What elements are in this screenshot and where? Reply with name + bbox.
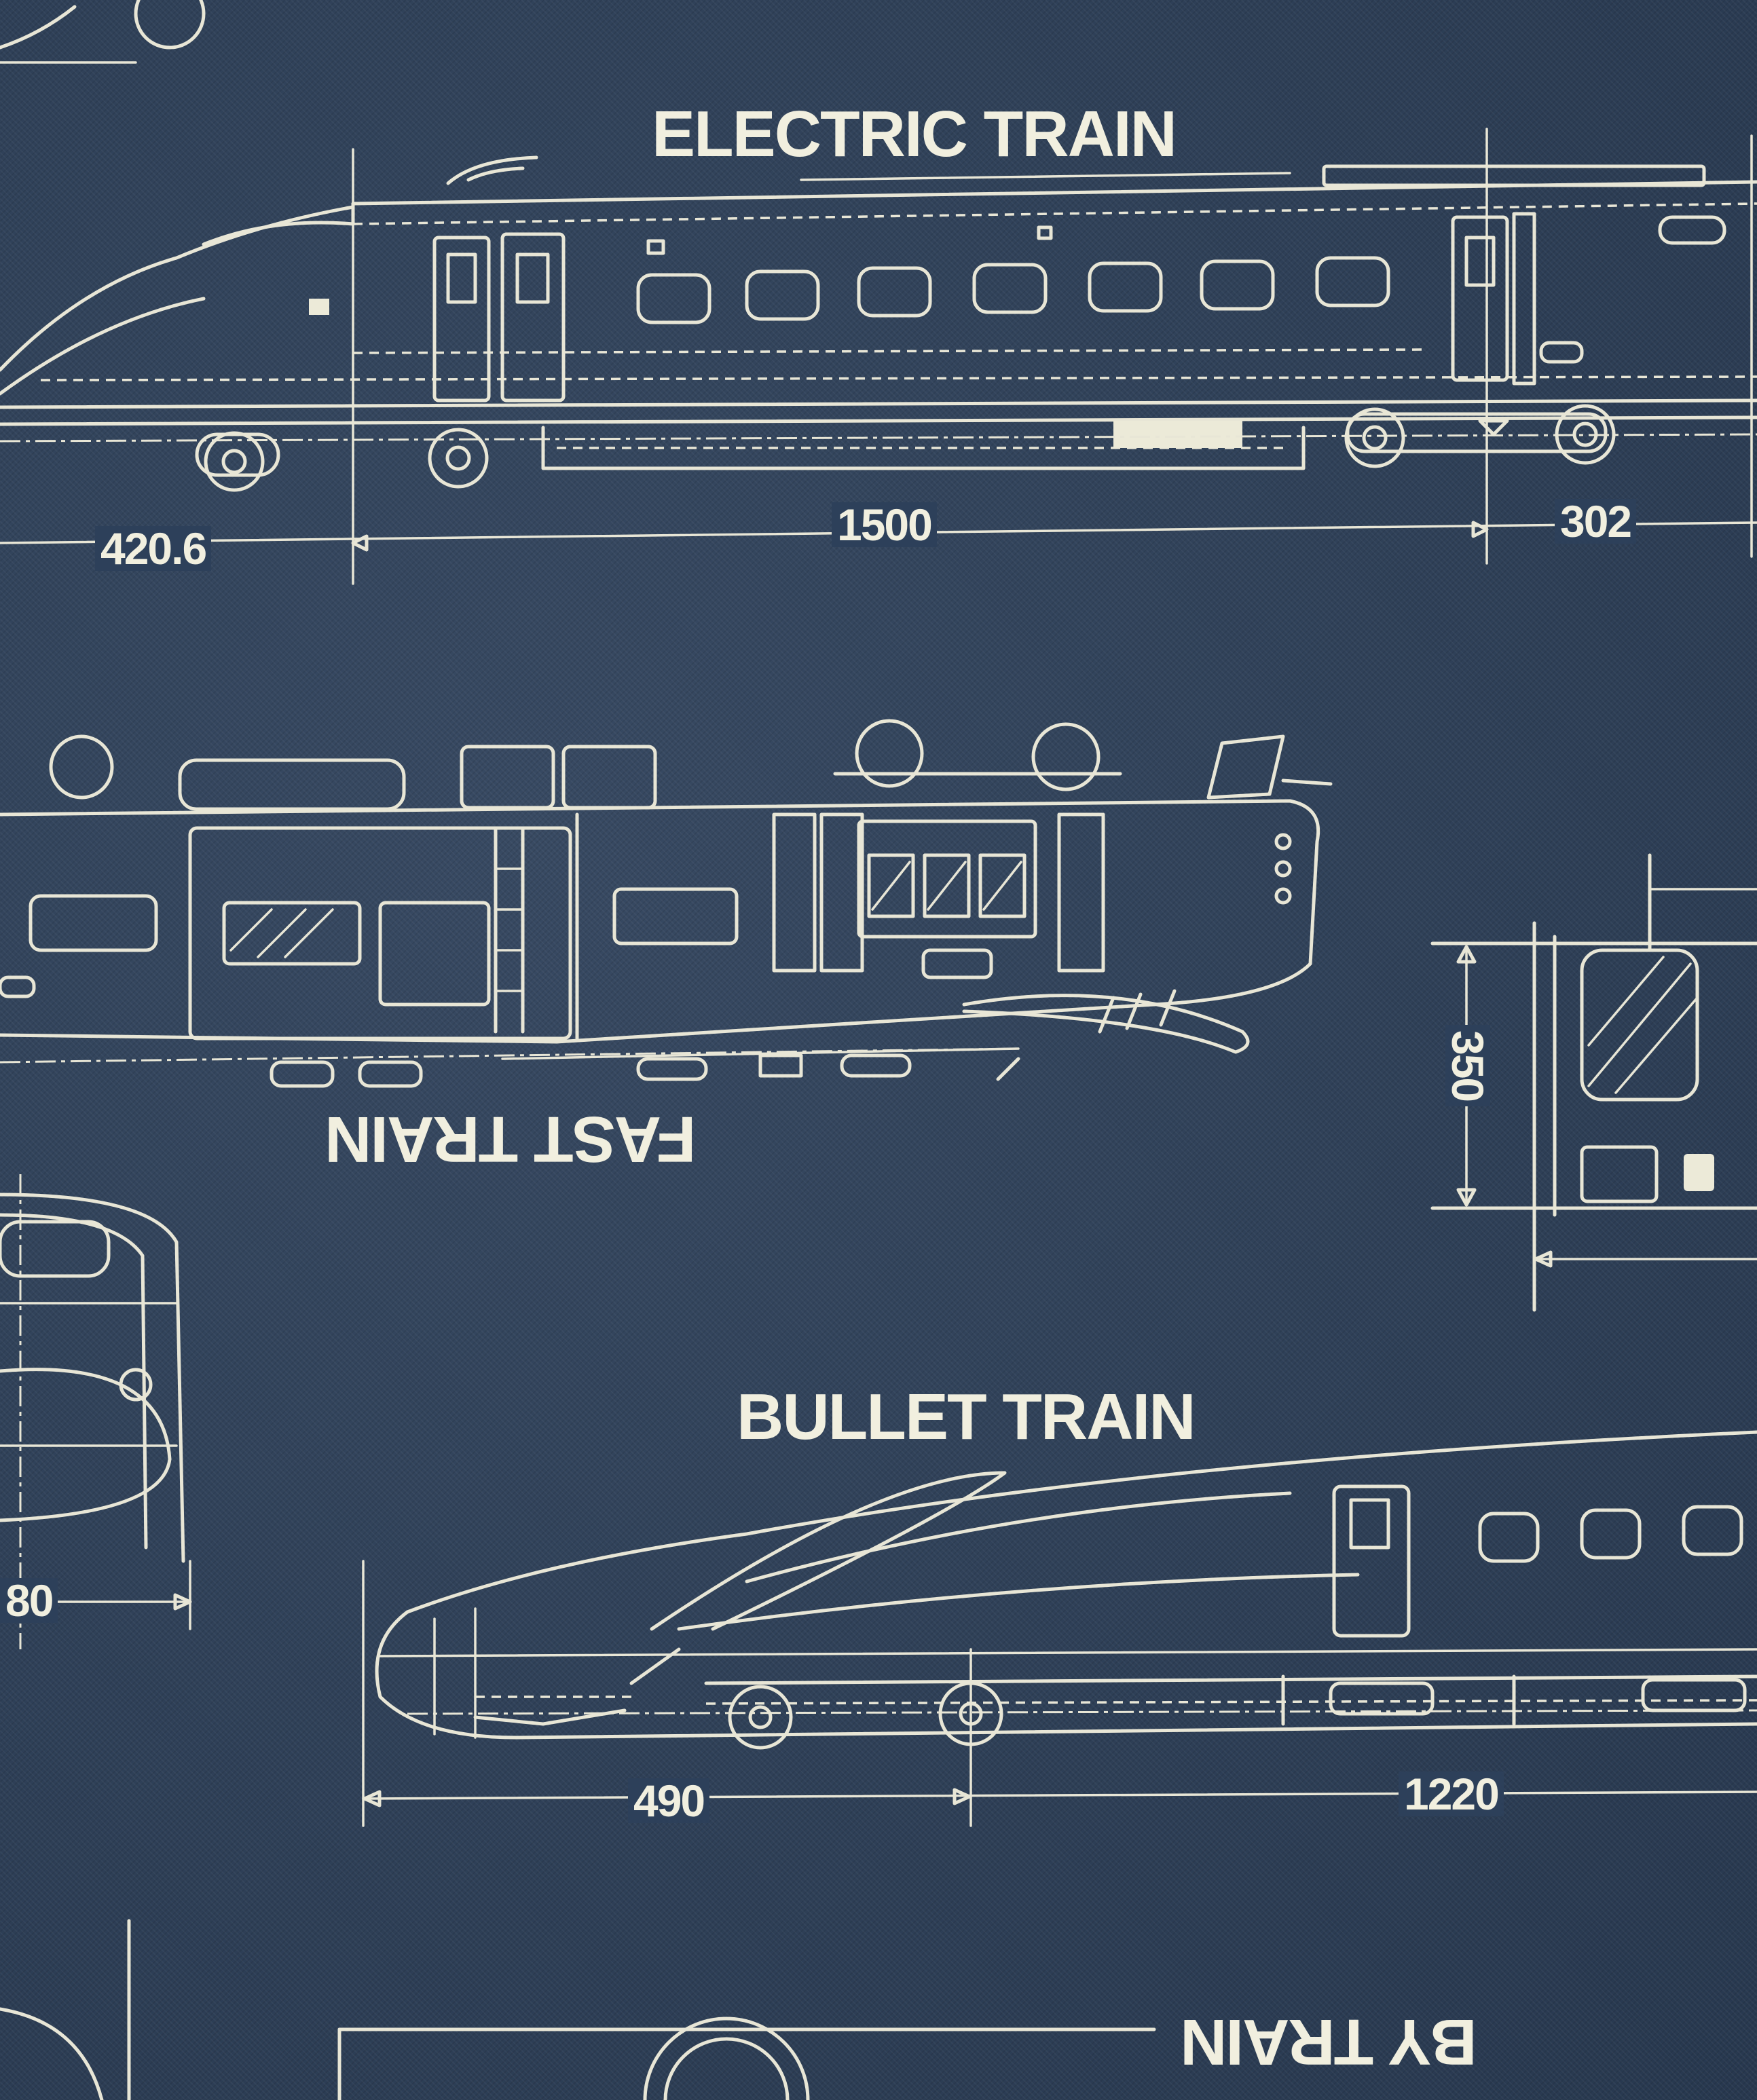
by-train-title: BY TRAIN	[1181, 2006, 1477, 2078]
electric-rear-dimension: 302	[1555, 499, 1637, 544]
fast-train-title: FAST TRAIN	[326, 1103, 697, 1176]
bottom-partial-drawing	[0, 1919, 1156, 2100]
electric-front-dimension: 420.6	[95, 526, 212, 571]
bullet-train-title: BULLET TRAIN	[737, 1381, 1196, 1453]
electric-train-drawing	[0, 0, 1757, 585]
side-height-dimension: 350	[1443, 1025, 1493, 1107]
electric-body-dimension: 1500	[832, 502, 937, 547]
front-view-drawing	[0, 1174, 192, 1649]
side-view-drawing	[1430, 853, 1757, 1312]
bullet-train-drawing	[362, 1430, 1757, 1827]
bullet-body-dimension: 1220	[1399, 1771, 1504, 1816]
electric-train-title: ELECTRIC TRAIN	[652, 98, 1177, 170]
bullet-front-dimension: 490	[628, 1778, 710, 1823]
fast-train-drawing	[0, 719, 1333, 1088]
left-width-dimension: 80	[0, 1578, 58, 1623]
